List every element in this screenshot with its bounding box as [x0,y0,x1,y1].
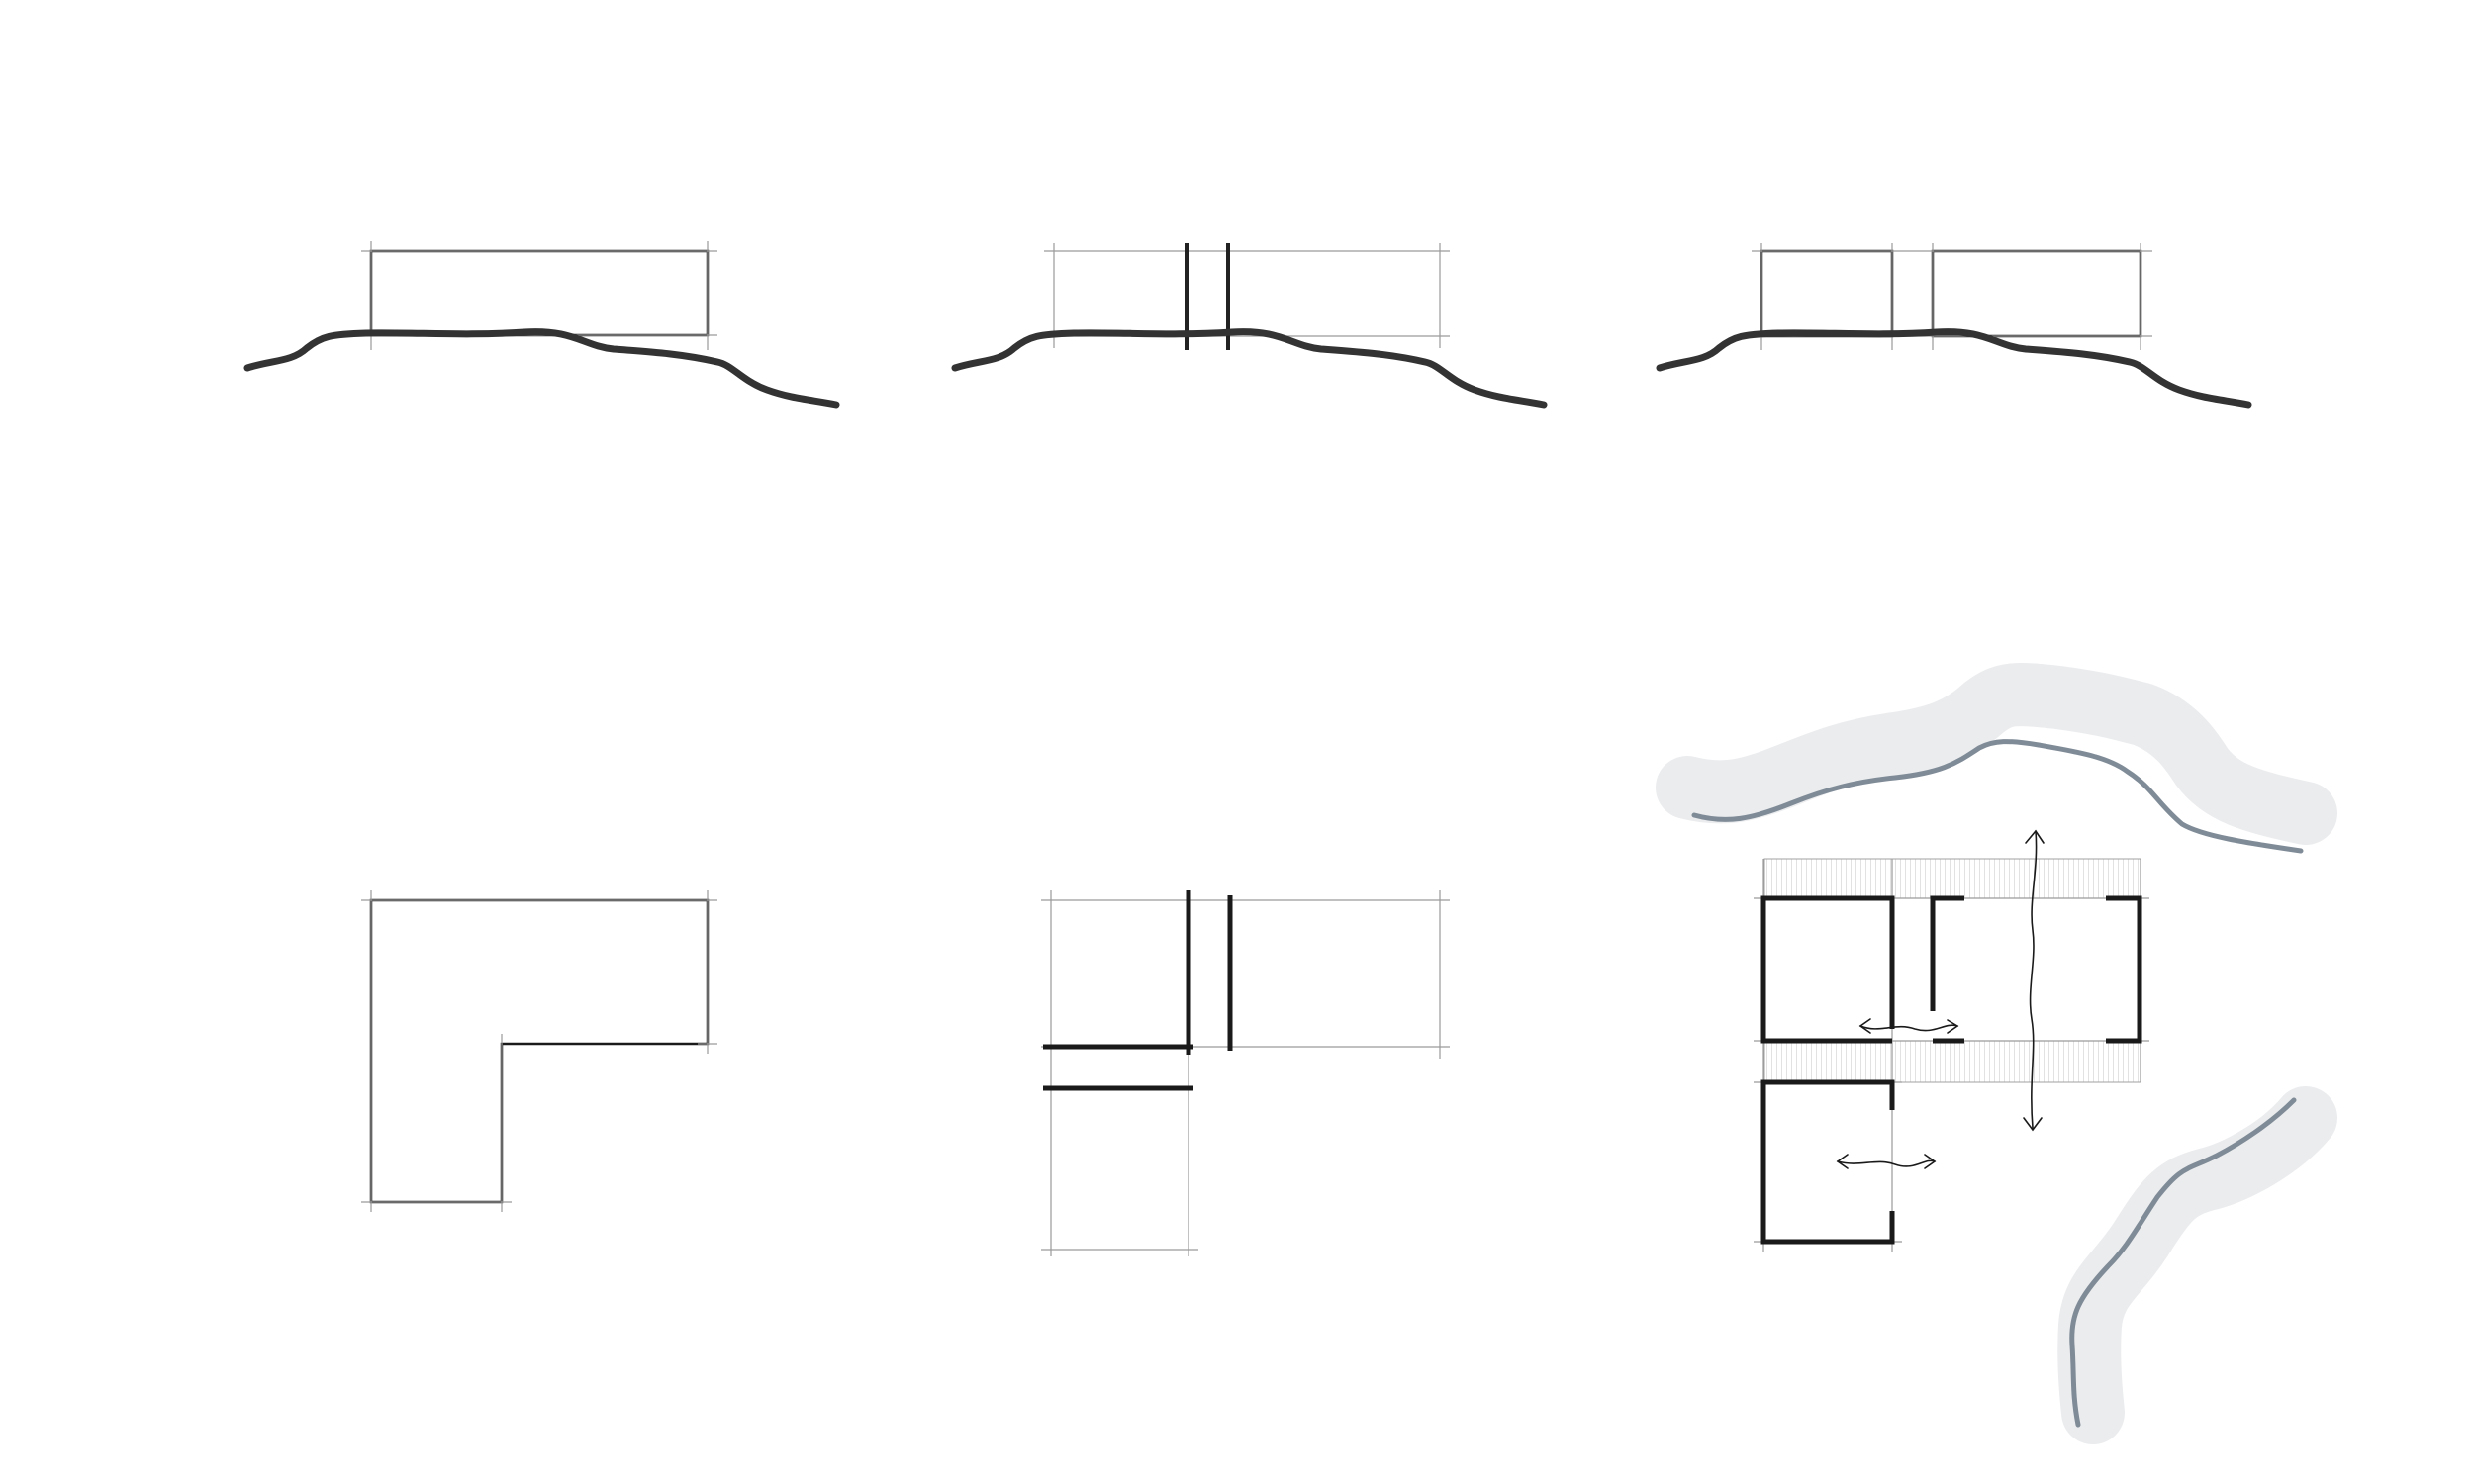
ground-line [1656,328,2252,409]
panel-section-two-volumes [1656,243,2252,409]
circulation-band-middle [1763,1040,2141,1083]
river-north [1656,663,2337,854]
room-upper-left-walls [1760,895,1895,1044]
volume-right [1931,249,2142,338]
circulation-band-top [1763,858,2141,899]
room-upper-right-walls [1930,895,2142,1044]
ground-line [951,328,1548,409]
river-south-line [2069,1097,2297,1428]
panel-section-split-walls [951,243,1548,409]
river-north-line [1691,739,2304,854]
movement-arrow-horizontal-upper [1858,1018,1959,1034]
tick-marks [361,890,717,1212]
room-lower-left-walls [1760,1079,1895,1245]
panel-plan-site-circulation [1656,663,2337,1444]
l-shape-outline [369,898,710,1204]
panel-section-single-volume [243,241,840,409]
volume-outline [369,249,710,337]
river-south [2057,1086,2337,1444]
guide-lines [1041,890,1450,1256]
ground-line [243,328,840,409]
panel-plan-l-shape [361,890,717,1212]
panel-plan-split-walls [1041,890,1450,1256]
movement-arrow-horizontal-lower [1836,1154,1937,1169]
movement-arrow-vertical [2023,829,2045,1132]
volume-left [1760,249,1894,338]
